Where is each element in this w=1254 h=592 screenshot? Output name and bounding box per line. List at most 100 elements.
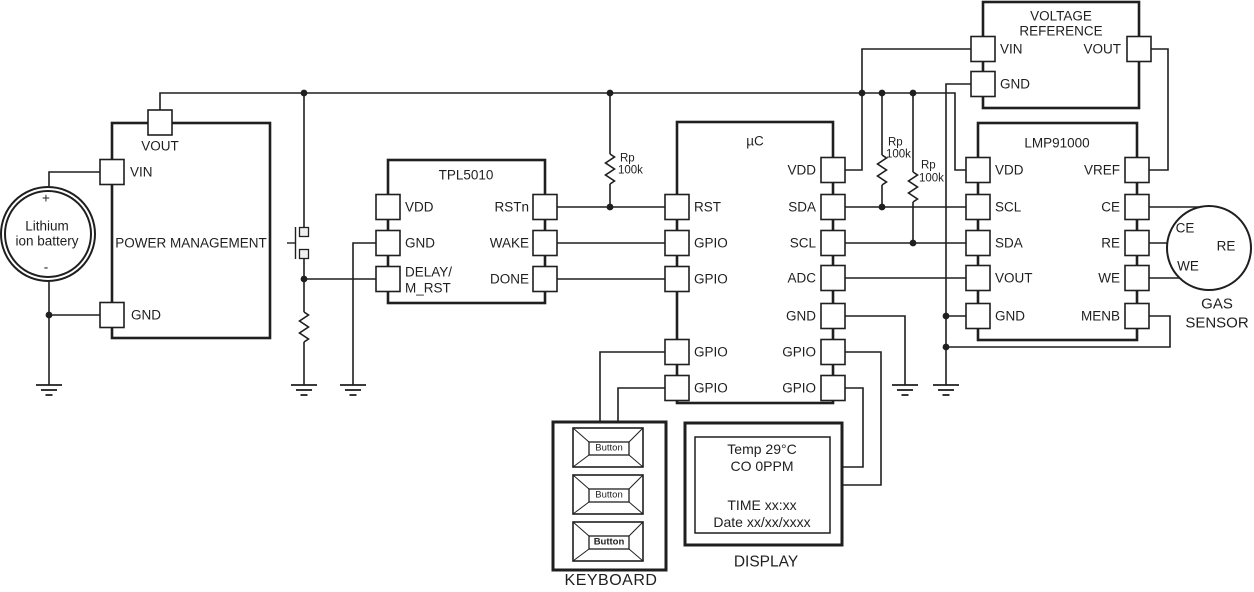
wire-vref-gnd: [945, 83, 971, 385]
rp1-value: 100k: [886, 148, 911, 161]
lmp91000-title: LMP91000: [1024, 135, 1090, 151]
resistor-rp2: [907, 171, 919, 203]
tpl-pin-done: DONE: [489, 271, 529, 287]
mcu-pin-sda: SDA: [788, 199, 816, 215]
wire-vdd-rail: [159, 92, 966, 171]
pin-box-vref-gnd: [970, 70, 996, 98]
keyboard-keys: [572, 427, 644, 562]
pin-box-mcu-gpio2: [664, 265, 690, 293]
tpl-pin-delay-line2: M_RST: [405, 280, 451, 296]
wire-mcu-gpio-display2: [842, 387, 864, 468]
pin-box-mcu-vdd: [820, 156, 846, 184]
pm-pin-gnd: GND: [131, 307, 161, 323]
tpl5010-block: [386, 158, 547, 305]
keyboard-label: KEYBOARD: [564, 572, 658, 589]
keyboard-button3-label: Button: [593, 536, 625, 548]
pin-box-tpl-wake: [532, 229, 558, 257]
battery-inner-circle: [4, 190, 92, 278]
gas-sensor-pin-re: RE: [1216, 238, 1236, 254]
pin-box-mcu-scl: [820, 229, 846, 257]
wire-mcu-gpio-display1: [842, 351, 882, 486]
wires: [48, 48, 1200, 486]
ground-analog: [933, 384, 959, 396]
display-line4: Date xx/xx/xxxx: [713, 514, 811, 530]
pin-box-tpl-vdd: [375, 193, 401, 221]
lmp-pin-menb: MENB: [1080, 308, 1120, 324]
lmp-pin-scl: SCL: [995, 199, 1022, 215]
pin-box-lmp-menb: [1124, 302, 1150, 330]
pin-box-vref-vout: [1126, 35, 1152, 63]
lmp-pin-vref: VREF: [1083, 162, 1120, 178]
push-button-terminal-top: [298, 226, 310, 238]
pin-box-mcu-gpio1: [664, 229, 690, 257]
gas-sensor-circle: [1166, 205, 1252, 291]
pm-pin-vout: VOUT: [141, 138, 179, 154]
pin-box-lmp-vout: [965, 264, 991, 292]
keyboard-button2-label: Button: [595, 489, 623, 501]
pin-box-mcu-gnd: [820, 302, 846, 330]
rp3-ref: Rp: [620, 152, 635, 165]
pin-box-tpl-done: [532, 265, 558, 293]
wire-menb: [946, 315, 1171, 348]
battery-plus-sign: +: [42, 190, 50, 206]
pin-box-mcu-gpio3: [664, 338, 690, 366]
lmp-pin-ce: CE: [1101, 199, 1120, 215]
lmp-pin-sda: SDA: [995, 235, 1023, 251]
lmp-pin-vout: VOUT: [995, 270, 1033, 286]
pin-box-lmp-sda: [965, 229, 991, 257]
mcu-pin-gpio3: GPIO: [694, 344, 728, 360]
vref-title-line2: REFERENCE: [1019, 23, 1103, 39]
pin-box-pm-vin: [99, 158, 125, 186]
pin-box-tpl-gnd: [375, 229, 401, 257]
ground-symbols: [36, 384, 959, 396]
pin-box-mcu-gpio6: [820, 374, 846, 402]
push-button-terminal-bottom: [298, 248, 310, 260]
ground-tpl: [340, 384, 366, 396]
power-management-block: [110, 121, 272, 340]
display-label: DISPLAY: [733, 553, 799, 571]
rp3-value: 100k: [618, 164, 643, 177]
mcu-pin-rst: RST: [694, 199, 721, 215]
gas-sensor-pin-we: WE: [1177, 258, 1199, 274]
keycap-2: [572, 474, 644, 515]
pin-box-tpl-delay: [375, 265, 401, 293]
display-screen: [694, 436, 831, 534]
pin-box-lmp-vdd: [965, 156, 991, 184]
mcu-block: [675, 120, 835, 405]
mcu-pin-gpio1: GPIO: [694, 235, 728, 251]
battery-symbol: [0, 186, 96, 282]
tpl-pin-delay-line1: DELAY/: [405, 264, 453, 280]
mcu-pin-gnd: GND: [786, 308, 816, 324]
battery-name-line1: Lithium: [25, 218, 69, 234]
keycap-1: [572, 427, 644, 468]
mcu-pin-gpio4: GPIO: [694, 380, 728, 396]
wire-gpio-keyboard1: [599, 351, 665, 422]
tpl-pin-rstn: RSTn: [494, 199, 529, 215]
wire-gpio-keyboard2: [617, 387, 665, 422]
pm-pin-vin: VIN: [130, 164, 153, 180]
keyboard-button1-label: Button: [595, 442, 623, 454]
mcu-title: µC: [746, 133, 764, 149]
junction-dots: [45, 89, 950, 351]
vref-pin-gnd: GND: [1000, 76, 1030, 92]
mcu-pin-gpio6: GPIO: [782, 380, 816, 396]
rp2-value: 100k: [919, 172, 944, 185]
mcu-pin-adc: ADC: [787, 270, 816, 286]
resistor-delay: [298, 311, 310, 343]
keycap-3: [572, 521, 644, 562]
resistors: [298, 153, 919, 343]
pin-box-lmp-gnd: [965, 302, 991, 330]
pin-box-mcu-gpio4: [664, 374, 690, 402]
tpl-pin-vdd: VDD: [405, 199, 434, 215]
pin-boxes: [99, 35, 1152, 402]
mcu-pin-gpio2: GPIO: [694, 271, 728, 287]
rp2-ref: Rp: [921, 159, 936, 172]
lmp-pin-re: RE: [1101, 235, 1120, 251]
ground-delay-resistor: [291, 384, 317, 396]
tpl5010-title: TPL5010: [438, 167, 494, 183]
wire-mcu-gnd: [845, 315, 906, 385]
pin-box-tpl-rstn: [532, 193, 558, 221]
tpl-pin-wake: WAKE: [489, 235, 529, 251]
